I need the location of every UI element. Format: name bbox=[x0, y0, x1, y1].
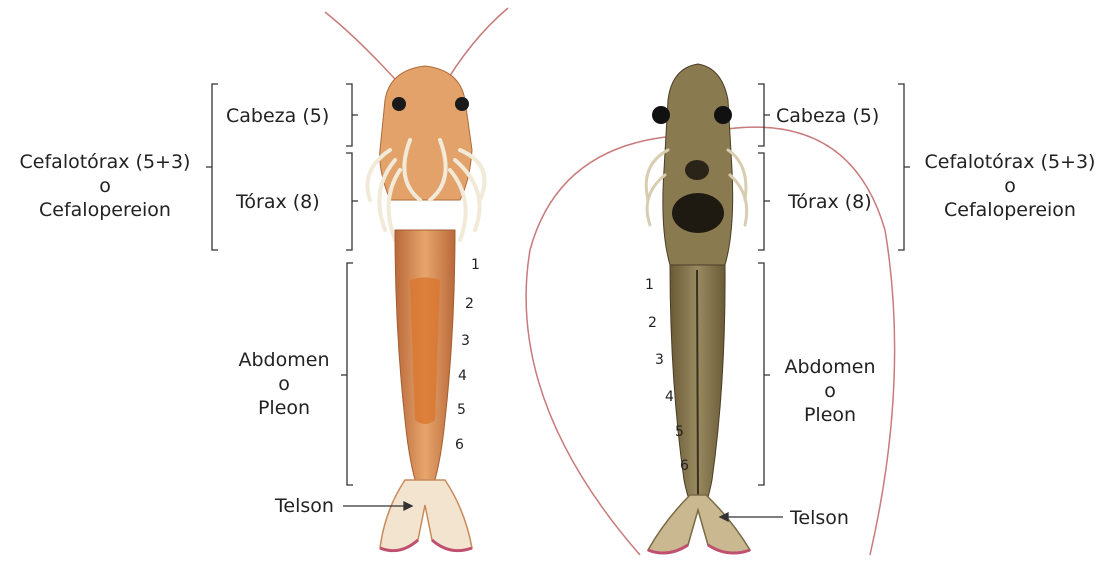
right-segment-number: 3 bbox=[655, 352, 664, 368]
left-head-label: Cabeza (5) bbox=[226, 104, 329, 128]
right-eye-left bbox=[652, 106, 670, 124]
right-tail-fan bbox=[648, 495, 750, 553]
right-abdomen-bracket bbox=[758, 263, 770, 485]
right-segment-number: 1 bbox=[645, 277, 654, 293]
right-thorax-label: Tórax (8) bbox=[788, 190, 872, 214]
left-abdomen-bracket bbox=[341, 263, 353, 485]
left-abdomen-center bbox=[410, 278, 440, 425]
right-thorax-bracket bbox=[758, 153, 770, 250]
right-cephalothorax-bracket bbox=[898, 84, 910, 250]
left-segment-number: 6 bbox=[455, 437, 464, 453]
right-segment-number: 5 bbox=[675, 424, 684, 440]
right-segment-number: 4 bbox=[665, 389, 674, 405]
right-stomach bbox=[672, 193, 724, 233]
left-cephalothorax-bracket bbox=[206, 84, 218, 250]
right-segment-number: 6 bbox=[680, 458, 689, 474]
left-eye-right bbox=[455, 97, 469, 111]
left-segment-number: 4 bbox=[458, 368, 467, 384]
left-eye-left bbox=[392, 97, 406, 111]
left-thorax-label: Tórax (8) bbox=[236, 190, 320, 214]
right-eye-right bbox=[714, 106, 732, 124]
left-segment-number: 5 bbox=[457, 402, 466, 418]
right-abdomen-label: Abdomen o Pleon bbox=[776, 355, 884, 427]
left-segment-number: 1 bbox=[471, 257, 480, 273]
left-telson-label: Telson bbox=[275, 494, 334, 518]
left-abdomen-label: Abdomen o Pleon bbox=[230, 348, 338, 420]
left-head-bracket bbox=[346, 84, 358, 146]
left-segment-number: 2 bbox=[465, 296, 474, 312]
left-thorax-bracket bbox=[346, 153, 358, 250]
left-segment-number: 3 bbox=[461, 333, 470, 349]
right-head-label: Cabeza (5) bbox=[776, 104, 879, 128]
left-antenna-left bbox=[325, 12, 405, 90]
right-brackets bbox=[720, 84, 910, 521]
left-cephalothorax-label: Cefalotórax (5+3) o Cefalopereion bbox=[5, 150, 205, 222]
right-telson-label: Telson bbox=[790, 506, 849, 530]
right-cephalothorax-label: Cefalotórax (5+3) o Cefalopereion bbox=[910, 150, 1110, 222]
left-tail-fan bbox=[380, 480, 472, 551]
right-head-bracket bbox=[758, 84, 770, 146]
right-shrimp-image bbox=[526, 64, 895, 555]
right-segment-number: 2 bbox=[648, 315, 657, 331]
